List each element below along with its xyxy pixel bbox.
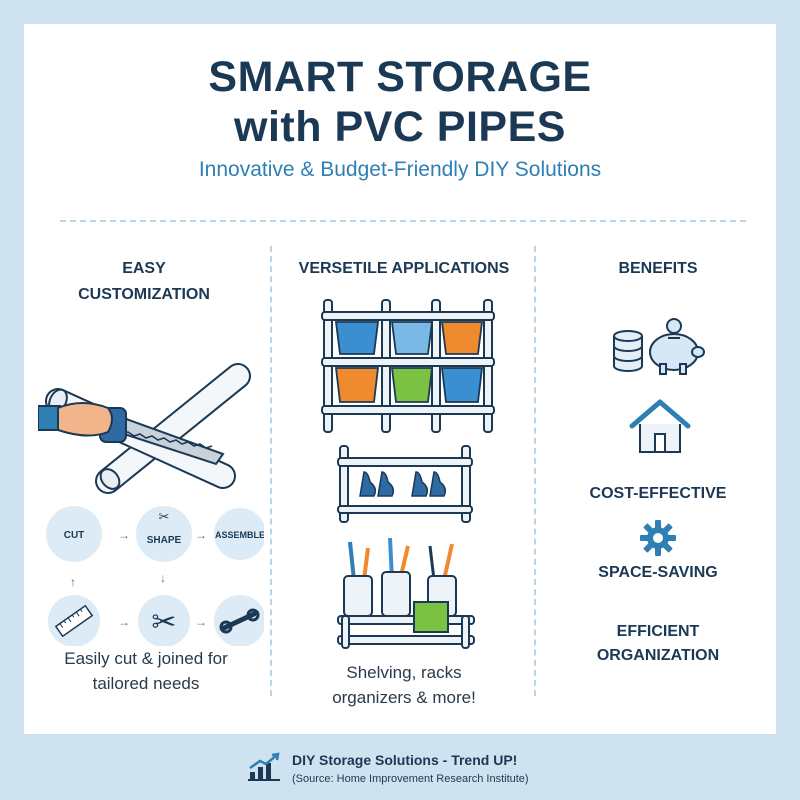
- step-assemble: ASSEMBLE: [214, 508, 264, 560]
- step-shape: ✂ SHAPE: [136, 506, 192, 562]
- applications-caption-line-1: Shelving, racks: [346, 663, 462, 682]
- page-subtitle: Innovative & Budget-Friendly DIY Solutio…: [198, 158, 602, 181]
- benefit-cost-effective: COST-EFFECTIVE: [589, 485, 727, 502]
- shoes-icon: [359, 471, 447, 497]
- scissors-icon: ✂: [151, 606, 176, 639]
- coin-stack-icon: [613, 330, 643, 372]
- arrow-right-icon-3: →: [118, 615, 130, 629]
- pipe-icon: [95, 363, 251, 494]
- benefit-efficient-line-2: ORGANIZATION: [596, 647, 720, 664]
- benefit-efficient-line-1: EFFICIENT: [616, 623, 700, 640]
- benefits-heading: BENEFITS: [618, 260, 698, 277]
- customization-heading-line-1: EASY: [122, 260, 166, 277]
- wrench-icon: [219, 608, 260, 634]
- column-divider-1: [270, 246, 272, 696]
- hand-icon: [38, 402, 113, 437]
- savings-illustration: [613, 318, 705, 375]
- arrow-up-icon: ↑: [70, 575, 76, 589]
- title-line-1: SMART STORAGE: [208, 53, 592, 101]
- footer-source-text: (Source: Home Improvement Research Insti…: [292, 773, 529, 785]
- shelving-unit-illustration: [321, 299, 495, 433]
- customization-caption-line-2: tailored needs: [92, 674, 200, 693]
- arrow-down-icon: ↓: [160, 571, 166, 585]
- step-assemble-label: ASSEMBLE: [215, 530, 264, 540]
- storage-bins: [334, 321, 484, 403]
- shoe-rack-illustration: [337, 445, 473, 523]
- ruler-icon: [54, 604, 94, 638]
- saw-cutting-pipe-illustration: [38, 363, 251, 494]
- customization-caption-line-1: Easily cut & joined for: [64, 649, 228, 668]
- gear-icon: [640, 520, 676, 556]
- infographic-card: SMART STORAGE with PVC PIPES Innovative …: [24, 24, 776, 734]
- applications-caption-line-2: organizers & more!: [332, 688, 476, 707]
- header-divider: [60, 220, 746, 222]
- arrow-right-icon-2: →: [195, 528, 207, 542]
- customization-steps-diagram: CUT ✂ SHAPE ASSEMBLE → → ↓ ↑ ✂: [46, 506, 264, 646]
- wrench-step: [214, 595, 264, 646]
- benefit-space-saving: SPACE-SAVING: [598, 564, 718, 581]
- green-box-icon: [413, 601, 449, 633]
- scissors-step: ✂: [138, 595, 190, 646]
- desk-organizer-illustration: [337, 537, 475, 649]
- footer-main-text: DIY Storage Solutions - Trend UP!: [292, 752, 518, 768]
- ruler-step: [48, 595, 100, 646]
- step-cut: CUT: [46, 506, 102, 562]
- applications-caption: Shelving, racks organizers & more!: [276, 660, 532, 710]
- customization-heading-line-2: CUSTOMIZATION: [78, 286, 210, 303]
- footer: DIY Storage Solutions - Trend UP! (Sourc…: [0, 734, 800, 800]
- page-title: SMART STORAGE with PVC PIPES: [24, 52, 776, 152]
- step-cut-label: CUT: [64, 530, 85, 541]
- title-line-2: with PVC PIPES: [234, 103, 566, 151]
- column-divider-2: [534, 246, 536, 696]
- arrow-right-icon-4: →: [195, 615, 207, 629]
- arrow-right-icon: →: [118, 528, 130, 542]
- scissors-small-icon: ✂: [159, 509, 170, 524]
- trend-up-chart-icon: [248, 752, 280, 781]
- customization-caption: Easily cut & joined for tailored needs: [24, 646, 268, 696]
- step-shape-label: SHAPE: [147, 535, 182, 546]
- piggy-bank-icon: [649, 318, 705, 375]
- house-icon: [629, 399, 691, 453]
- benefit-efficient-organization: EFFICIENT ORGANIZATION: [540, 620, 776, 668]
- customization-heading: EASY CUSTOMIZATION: [24, 256, 264, 308]
- applications-heading: VERSETILE APPLICATIONS: [298, 260, 510, 277]
